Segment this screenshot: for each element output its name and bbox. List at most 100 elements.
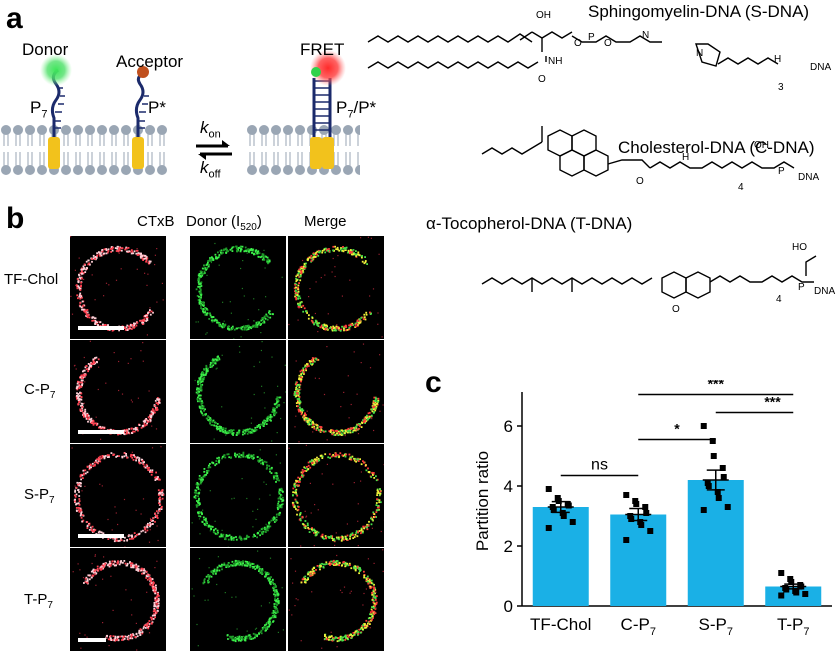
sdna-p1: P: [588, 32, 595, 43]
panel-b-letter: b: [6, 202, 25, 235]
p7pstar-label: P7/P*: [336, 98, 377, 121]
data-point: [642, 504, 649, 510]
x-tick-label: TF-Chol: [530, 615, 591, 634]
sdna-h: H: [774, 54, 781, 65]
panel-a-letter: a: [6, 2, 23, 35]
data-point: [565, 502, 572, 509]
cdna-structure: O H OH P DNA 4: [481, 126, 819, 193]
micro-cell-sp7-merge: [288, 444, 384, 547]
scale-bar: [78, 430, 124, 434]
data-point: [802, 591, 809, 597]
sdna-amide-o: O: [538, 74, 546, 85]
anchor-fret-2: [322, 137, 334, 169]
cdna-oh: OH: [754, 140, 769, 151]
data-point: [545, 486, 552, 492]
cdna-o1: O: [636, 176, 644, 187]
tdna-p: P: [798, 282, 805, 293]
data-point: [720, 474, 727, 480]
fret-label: FRET: [300, 40, 345, 59]
data-point: [798, 583, 805, 590]
scale-bar: [78, 534, 124, 538]
data-point: [623, 537, 630, 543]
pstar-label: P*: [148, 98, 166, 117]
data-point: [788, 579, 795, 585]
x-tick-label: S-P7: [699, 615, 733, 638]
fret-schematic: [1, 50, 360, 175]
micro-cell-tp7-ctxb: [70, 548, 166, 651]
membrane-right: [247, 125, 360, 175]
tdna-ho: HO: [792, 242, 807, 253]
col-ctxb: CTxB: [137, 213, 175, 230]
micro-cell-sp7-ctxb: [70, 444, 166, 547]
data-point: [710, 453, 717, 459]
acceptor-dot: [137, 66, 149, 78]
significance-label: ns: [591, 457, 608, 474]
y-tick-label: 6: [504, 417, 513, 436]
p7-label: P7: [30, 98, 48, 121]
micro-cell-tp7-merge: [288, 548, 384, 651]
data-point: [545, 525, 552, 531]
tdna-structure: O HO P DNA 4: [481, 242, 835, 315]
row-label-tfchol: TF-Chol: [4, 271, 59, 288]
sdna-sub3: 3: [778, 82, 784, 93]
anchor-acceptor: [132, 137, 144, 169]
data-point: [569, 519, 576, 525]
micro-cell-tp7-donor: [190, 548, 286, 651]
data-point: [560, 513, 567, 519]
sdna-o2: O: [604, 38, 612, 49]
data-point: [647, 528, 654, 534]
acceptor-label: Acceptor: [116, 52, 184, 71]
cdna-p: P: [778, 166, 785, 177]
row-label-sp7: S-P7: [24, 486, 55, 506]
sdna-nh: NH: [548, 56, 562, 67]
significance-label: *: [674, 421, 680, 437]
koff-label: koff: [200, 158, 221, 181]
col-donor: Donor (I520): [186, 213, 262, 233]
cdna-dna: DNA: [798, 172, 819, 183]
donor-label: Donor: [22, 40, 69, 59]
data-point: [550, 507, 557, 513]
tdna-o1: O: [672, 304, 680, 315]
significance-label: ***: [708, 380, 725, 392]
data-point: [628, 516, 635, 522]
data-point: [700, 507, 707, 513]
sdna-title: Sphingomyelin-DNA (S-DNA): [588, 2, 810, 21]
col-merge: Merge: [304, 213, 347, 230]
scale-bar: [78, 638, 106, 642]
data-point: [778, 570, 785, 576]
micro-cell-tfchol-merge: [288, 236, 384, 339]
y-tick-label: 2: [504, 537, 513, 556]
micro-cell-cp7-donor: [190, 340, 286, 443]
y-tick-label: 0: [504, 597, 513, 616]
micro-cell-tfchol-donor: [190, 236, 286, 339]
micro-cell-tfchol-ctxb: [70, 236, 166, 339]
anchor-donor: [48, 137, 60, 169]
row-label-cp7: C-P7: [24, 381, 56, 401]
micro-cell-sp7-donor: [190, 444, 286, 547]
micro-cell-cp7-ctxb: [70, 340, 166, 443]
y-tick-label: 4: [504, 477, 513, 496]
acceptor-strand: [134, 72, 145, 137]
tdna-dna: DNA: [814, 286, 835, 297]
donor-glow: [40, 54, 72, 86]
micro-cell-cp7-merge: [288, 340, 384, 443]
x-tick-label: C-P7: [621, 615, 656, 638]
fret-green-dot: [311, 67, 321, 77]
data-point: [555, 498, 562, 504]
data-point: [705, 483, 712, 489]
tdna-title: α-Tocopherol-DNA (T-DNA): [426, 214, 633, 233]
y-axis-label: Partition ratio: [473, 451, 492, 551]
cdna-h: H: [682, 152, 689, 163]
cdna-title: Cholesterol-DNA (C-DNA): [618, 138, 815, 157]
x-tick-label: T-P7: [777, 615, 810, 638]
cdna-sub4: 4: [738, 182, 744, 193]
data-point: [709, 438, 716, 444]
anchor-fret-1: [310, 137, 322, 169]
data-point: [715, 495, 722, 501]
data-point: [719, 465, 726, 471]
sdna-dna: DNA: [810, 62, 831, 73]
bar-0: [532, 507, 589, 606]
data-point: [700, 423, 707, 429]
fret-red-glow: [310, 50, 346, 86]
